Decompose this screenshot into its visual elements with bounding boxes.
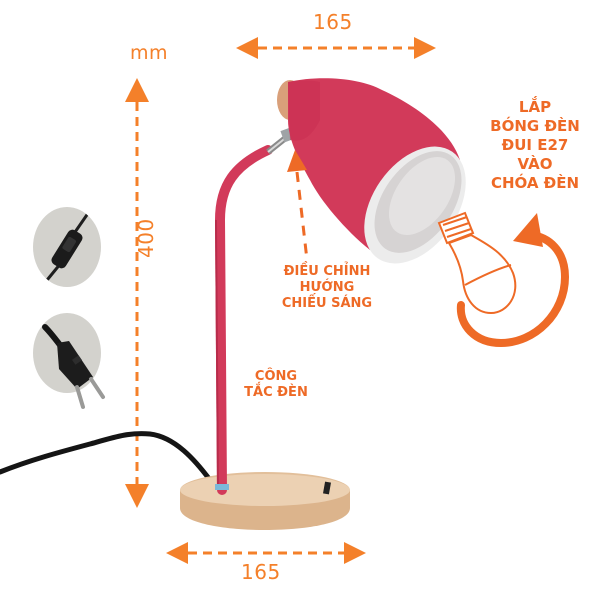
bottom-width-label: 165 [241, 560, 281, 584]
switch-callout-line-2: TẮC ĐÈN [244, 385, 308, 400]
adjust-callout: ĐIỀU CHỈNH HƯỚNG CHIẾU SÁNG [262, 264, 392, 312]
plug-inset [33, 313, 105, 409]
adjust-direction-arrow [287, 150, 309, 260]
adjust-callout-line-2: HƯỚNG [299, 280, 355, 295]
led-bulb-icon [437, 211, 517, 315]
bulb-callout-line-5: CHÓA ĐÈN [490, 174, 580, 192]
switch-callout-line-1: CÔNG [254, 369, 298, 384]
inline-cord-switch-icon [41, 208, 93, 286]
switch-inset [33, 207, 101, 287]
rotate-arrow-icon [456, 213, 570, 348]
switch-callout: CÔNG TẮC ĐÈN [236, 369, 316, 401]
desk-lamp-product [180, 78, 466, 530]
unit-label: mm [130, 42, 169, 64]
adjust-callout-line-1: ĐIỀU CHỈNH [283, 264, 371, 279]
bulb-callout-line-4: VÀO [517, 155, 553, 173]
bulb-callout-line-1: LẮP [518, 98, 552, 116]
bulb-rotate-graphic [437, 211, 570, 348]
top-width-label: 165 [313, 10, 353, 34]
adjust-callout-line-3: CHIẾU SÁNG [281, 296, 373, 311]
bulb-callout-line-3: ĐUI E27 [501, 136, 569, 154]
bulb-callout: LẮP BÓNG ĐÈN ĐUI E27 VÀO CHÓA ĐÈN [470, 98, 600, 193]
height-label: 400 [134, 218, 158, 258]
height-dimension-arrow [125, 78, 149, 508]
eu-plug-icon [42, 324, 105, 409]
top-width-dimension-arrow [236, 37, 436, 59]
bulb-callout-line-2: BÓNG ĐÈN [490, 117, 580, 135]
bottom-width-dimension-arrow [166, 542, 366, 564]
